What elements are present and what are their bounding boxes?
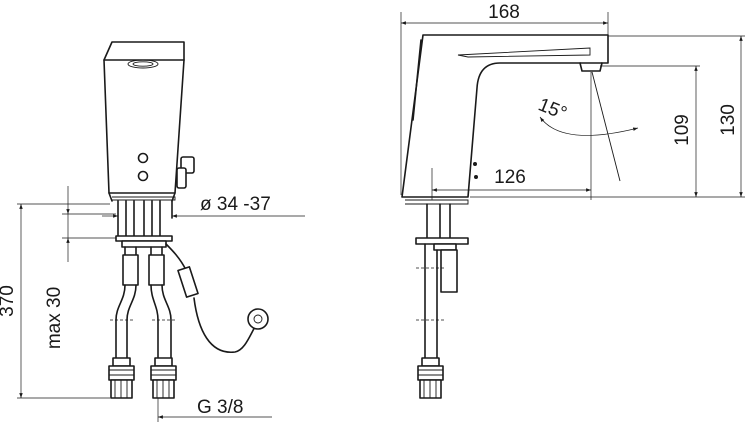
side-dimension-lines [400, 12, 745, 200]
side-mounting-shank [415, 203, 469, 361]
front-view [103, 41, 269, 399]
front-view-body [103, 41, 185, 202]
dimension-hose-length: 370 [0, 285, 18, 317]
temperature-lever [176, 156, 195, 189]
sensor-windows [137, 152, 149, 182]
dimension-spout-angle: 15° [535, 94, 570, 124]
dimension-max-deck-thickness: max 30 [44, 287, 65, 349]
dimension-spout-height: 109 [672, 114, 693, 146]
side-hose-fitting [417, 357, 444, 399]
dimension-connection-thread: G 3/8 [197, 397, 243, 418]
supply-hoses [110, 246, 177, 361]
mounting-shank [115, 200, 173, 248]
dimension-reach: 126 [494, 167, 526, 188]
sensor-cable [165, 243, 269, 353]
dimension-hole-diameter: ø 34 -37 [200, 194, 271, 215]
dimension-height-total: 130 [718, 104, 739, 136]
front-dimension-lines [17, 186, 305, 422]
side-view-body [401, 34, 609, 205]
side-view [401, 34, 609, 399]
hose-fittings [108, 357, 177, 399]
dimension-width-total: 168 [488, 2, 520, 23]
